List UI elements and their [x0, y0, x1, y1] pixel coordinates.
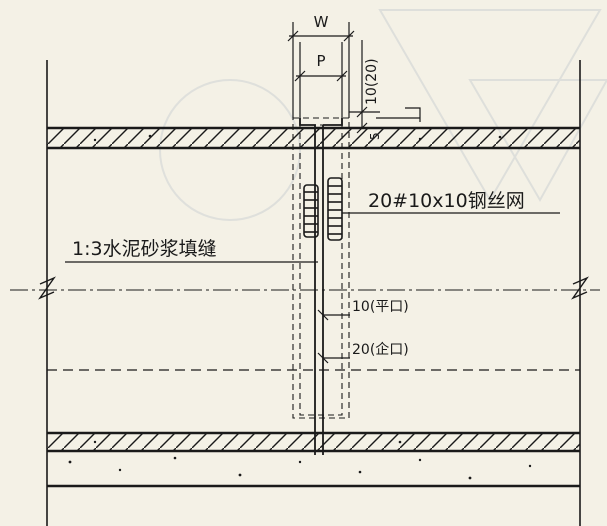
bottom-slab	[47, 431, 580, 488]
flat-joint-label: 10(平口)	[352, 299, 409, 315]
dim-w-label: W	[314, 13, 329, 31]
joint-seam	[299, 118, 343, 455]
dim-gap	[349, 40, 380, 134]
break-mark-right	[571, 276, 589, 300]
break-mark-left	[38, 276, 56, 300]
mesh-label: 20#10x10钢丝网	[368, 190, 525, 212]
tongue-joint-label: 20(企口)	[352, 341, 409, 358]
leader-lines	[65, 212, 560, 364]
dim-p-label: P	[316, 52, 325, 70]
mortar-label: 1:3水泥砂浆填缝	[72, 238, 217, 260]
top-slab	[47, 126, 580, 150]
joint-outline	[292, 117, 350, 419]
dim-gap-label: 10(20)	[364, 58, 380, 105]
dim-small	[376, 107, 421, 122]
watermark-stamp	[159, 9, 607, 221]
dim-p	[294, 42, 348, 125]
concrete-speckle	[68, 134, 532, 480]
wire-mesh	[303, 177, 343, 241]
dim-small-label: 5	[368, 132, 382, 140]
dim-w	[287, 22, 355, 118]
